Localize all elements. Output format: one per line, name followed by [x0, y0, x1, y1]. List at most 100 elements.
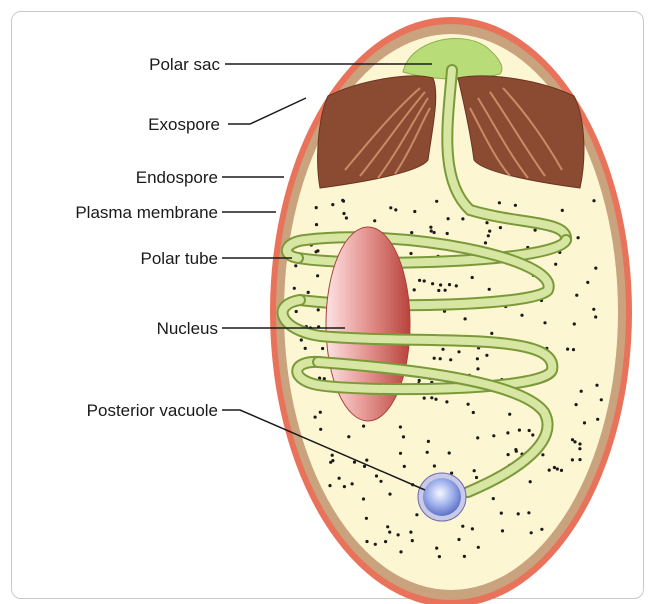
granule-dot — [434, 398, 437, 401]
granule-dot — [342, 212, 345, 215]
granule-dot — [467, 403, 470, 406]
granule-dot — [529, 480, 532, 483]
granule-dot — [386, 525, 389, 528]
granule-dot — [472, 411, 475, 414]
granule-dot — [427, 440, 430, 443]
granule-dot — [506, 431, 509, 434]
granule-dot — [374, 543, 377, 546]
granule-dot — [384, 540, 387, 543]
granule-dot — [575, 294, 578, 297]
granule-dot — [592, 308, 595, 311]
granule-dot — [331, 459, 334, 462]
granule-dot — [441, 348, 444, 351]
granule-dot — [490, 332, 493, 335]
granule-dot — [583, 421, 586, 424]
granule-dot — [365, 540, 368, 543]
granule-dot — [444, 289, 447, 292]
granule-dot — [410, 231, 413, 234]
granule-dot — [461, 217, 464, 220]
granule-dot — [399, 550, 402, 553]
granule-dot — [530, 531, 533, 534]
granule-dot — [315, 223, 318, 226]
granule-dot — [415, 513, 418, 516]
granule-dot — [540, 528, 543, 531]
granule-dot — [447, 217, 450, 220]
granule-dot — [317, 308, 320, 311]
granule-dot — [485, 221, 488, 224]
granule-dot — [430, 229, 433, 232]
granule-dot — [572, 348, 575, 351]
granule-dot — [435, 547, 438, 550]
granule-dot — [475, 476, 478, 479]
granule-dot — [487, 234, 490, 237]
granule-dot — [423, 397, 426, 400]
granule-dot — [403, 465, 406, 468]
granule-dot — [413, 288, 416, 291]
granule-dot — [553, 466, 556, 469]
granule-dot — [411, 539, 414, 542]
granule-dot — [573, 440, 576, 443]
granule-dot — [595, 384, 598, 387]
granule-dot — [426, 451, 429, 454]
granule-dot — [517, 512, 520, 515]
granule-dot — [353, 461, 356, 464]
granule-dot — [580, 390, 583, 393]
granule-dot — [423, 279, 426, 282]
label-polar-tube: Polar tube — [141, 249, 219, 268]
label-posterior-vacuole: Posterior vacuole — [87, 401, 218, 420]
granule-dot — [445, 400, 448, 403]
granule-dot — [498, 201, 501, 204]
granule-dot — [394, 208, 397, 211]
granule-dot — [319, 411, 322, 414]
granule-dot — [388, 531, 391, 534]
label-polar-sac: Polar sac — [149, 55, 220, 74]
granule-dot — [294, 264, 297, 267]
leader-exospore — [228, 98, 306, 124]
granule-dot — [566, 348, 569, 351]
granule-dot — [433, 464, 436, 467]
granule-dot — [321, 347, 324, 350]
granule-dot — [560, 469, 563, 472]
granule-dot — [464, 317, 467, 320]
granule-dot — [418, 379, 421, 382]
granule-dot — [433, 231, 436, 234]
granule-dot — [331, 454, 334, 457]
granule-dot — [430, 396, 433, 399]
granule-dot — [300, 338, 303, 341]
granule-dot — [314, 416, 317, 419]
granule-dot — [492, 497, 495, 500]
granule-dot — [437, 289, 440, 292]
granule-dot — [586, 281, 589, 284]
granule-dot — [435, 200, 438, 203]
granule-dot — [477, 546, 480, 549]
granule-dot — [307, 291, 310, 294]
granule-dot — [573, 322, 576, 325]
granule-dot — [600, 398, 603, 401]
granule-dot — [556, 467, 559, 470]
granule-dot — [365, 459, 368, 462]
granule-dot — [457, 538, 460, 541]
granule-dot — [578, 442, 581, 445]
granule-dot — [433, 357, 436, 360]
granule-dot — [338, 477, 341, 480]
granule-dot — [418, 279, 421, 282]
granule-dot — [409, 531, 412, 534]
granule-dot — [345, 216, 348, 219]
granule-dot — [399, 452, 402, 455]
granule-dot — [402, 435, 405, 438]
granule-dot — [316, 274, 319, 277]
granule-dot — [499, 226, 502, 229]
granule-dot — [463, 555, 466, 558]
granule-dot — [449, 358, 452, 361]
granule-dot — [304, 347, 307, 350]
granule-dot — [514, 448, 517, 451]
granule-dot — [439, 283, 442, 286]
granule-dot — [431, 282, 434, 285]
granule-dot — [399, 425, 402, 428]
label-endospore: Endospore — [136, 168, 218, 187]
granule-dot — [508, 413, 511, 416]
granule-dot — [488, 288, 491, 291]
granule-dot — [429, 226, 432, 229]
granule-dot — [548, 469, 551, 472]
